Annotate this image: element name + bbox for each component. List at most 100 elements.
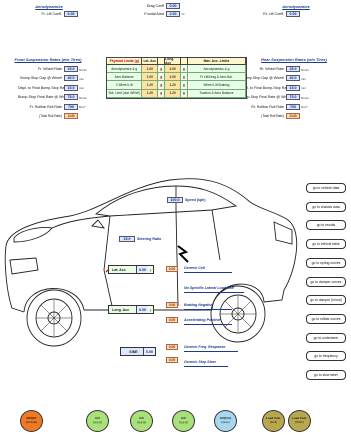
rear_suspension-row-unit: mm [301, 86, 306, 91]
action-button[interactable]: GO(g-g-g) [130, 410, 153, 432]
front_suspension-row-label: Bump-Stop Gap @ Wheel [20, 76, 62, 81]
rear_suspension-row-input[interactable]: 25.0 [286, 66, 300, 72]
front_suspension-row-input[interactable]: 75.0 [64, 94, 78, 101]
rear_suspension-row-input[interactable]: 700 [286, 103, 300, 110]
nav-button[interactable]: go to damper (in/out) [306, 295, 346, 306]
steering-ratio-input[interactable]: 15.0 [119, 236, 135, 242]
sine-box: SINE 0.00 [120, 347, 156, 356]
front_suspension-row-input[interactable]: 40.0 [64, 75, 78, 82]
long-acc-box: Long. Acc 0.00 g [108, 305, 154, 314]
action-button[interactable]: GO(g-g-g) [86, 410, 109, 432]
desc-underline [184, 351, 238, 352]
front_suspension-row-input[interactable]: 15.0 [64, 84, 78, 91]
aero-left-header: Aerodynamics [35, 4, 63, 9]
table-header-cell [181, 58, 188, 64]
action-button-subtitle: (ramp) [221, 420, 230, 424]
nav-button[interactable]: go to understeer [306, 332, 346, 343]
fr-lift-coeff-label: Fr. Lift Coeff. [41, 12, 62, 16]
action-button[interactable]: GO(F/A)(ramp) [214, 410, 237, 432]
lat-acc-side-value: 0.00 [166, 266, 178, 272]
front_suspension-row-label: Fr. Wheel Rate [38, 67, 62, 71]
rear_suspension-row-input[interactable]: 40.0 [286, 75, 300, 82]
action-button-title: Load Calc. [291, 416, 308, 421]
front_suspension-row-label: Fr. Rollbar Roll Rate [29, 104, 62, 109]
physical-limits-table: Physical Limits (g) Lat. Acc Long. Acc M… [106, 57, 247, 99]
frontal-area-input[interactable]: 2.00 [166, 11, 180, 17]
action-button-title: GO [95, 416, 100, 421]
table-cell: g [181, 81, 188, 89]
nav-button[interactable]: go to vehicle data [306, 183, 346, 193]
table-header-cell: Max. Acc. Limits [188, 58, 246, 64]
lat-acc-box: Lat. Acc 0.00 g [108, 265, 154, 274]
table-cell: g [181, 73, 188, 81]
lat-acc-unit: g [149, 267, 152, 272]
front-suspension-header: Front Suspension Rates (w/o Tires) [14, 57, 82, 62]
speed-input[interactable]: 100.0 [167, 197, 183, 203]
desc-accelerating-positive: Accelerating Positive [184, 318, 221, 322]
sine-label: SINE [129, 349, 138, 354]
nav-button[interactable]: go to results [306, 220, 346, 231]
desc-lateral-loadcase: No Specific Lateral Loadcase [184, 286, 234, 290]
rear_suspension-row-label: Bump-Stop Final Rate @ Wheel [240, 95, 292, 100]
table-cell: g [158, 73, 166, 81]
desc-underline [184, 292, 244, 293]
sine-side-value-2: 0.00 [166, 357, 178, 363]
table-cell: g [158, 89, 166, 97]
action-button[interactable]: Load Calc.(Pitch) [288, 410, 311, 432]
drag-coeff-input[interactable]: 0.00 [166, 3, 180, 9]
lat-acc-input[interactable]: 0.00 [136, 266, 148, 273]
action-button[interactable]: RESET(all data) [20, 410, 43, 432]
action-button-title: GO [139, 416, 144, 421]
nav-button[interactable]: go to frequency [306, 351, 346, 362]
rear_suspension-row-input[interactable]: 75.0 [286, 94, 300, 101]
nav-button[interactable]: go to damper curves [306, 276, 346, 287]
nav-button[interactable]: go to slow steer [306, 370, 346, 380]
front_suspension-row-unit: Nm/° [79, 105, 86, 110]
table-cell: 1.20 [165, 81, 181, 89]
drag-coeff-label: Drag Coeff [146, 4, 164, 8]
table-cell: 2 Wheel Lift [107, 81, 143, 89]
front_suspension-row-input[interactable]: 25.0 [64, 66, 78, 72]
table-cell: 1.00 [142, 65, 159, 73]
rear_suspension-row-unit: N/mm [301, 67, 309, 72]
action-button[interactable]: Load Calc.(Roll) [262, 410, 285, 432]
desc-step-steer: Generic Step Steer [184, 360, 217, 364]
rear_suspension-row-input[interactable]: 15.0 [286, 84, 300, 91]
front_suspension-row-unit: mm [79, 86, 84, 91]
desc-underline [184, 366, 228, 367]
long-acc-label: Long. Acc [112, 307, 130, 312]
table-header-cell [158, 58, 166, 64]
rear_suspension-row-label: Displ. to Final Bump-Stop Rate [240, 85, 290, 90]
table-cell: g [158, 65, 166, 73]
desc-underline [184, 272, 232, 273]
sine-side-value-1: 0.00 [166, 344, 178, 350]
fr-lift-coeff-input[interactable]: 0.00 [64, 11, 78, 17]
nav-button[interactable]: go to rollbar curves [306, 313, 346, 324]
rear_suspension-row-unit: mm [301, 76, 306, 81]
sine-input[interactable]: 0.00 [143, 348, 155, 355]
nav-button[interactable]: go to chassis data [306, 201, 346, 212]
nav-button[interactable]: go to vehicle table [306, 239, 346, 250]
nav-button[interactable]: go to spring curves [306, 257, 346, 268]
action-button-title: GO [181, 416, 186, 421]
desc-underline [184, 324, 232, 325]
action-button-subtitle: (Roll) [269, 420, 278, 424]
frontal-area-label: Frontal Area [144, 12, 164, 16]
desc-freq-response: Generic Freq. Response [184, 345, 226, 349]
front_suspension-row-input[interactable]: 700 [64, 103, 78, 110]
table-cell: 1.20 [142, 81, 159, 89]
table-cell: Fr Lift/Drag & Aero Bal. [188, 73, 246, 81]
table-header-cell: Long. Acc [165, 57, 181, 65]
rear_suspension-row-unit: N/mm [301, 95, 309, 100]
front_suspension-row-label: Displ. to Final Bump-Stop Rate [18, 85, 68, 90]
long-acc-unit: g [149, 307, 152, 312]
rr-lift-coeff-label: Rr. Lift Coeff. [263, 12, 284, 16]
rear-total-roll-value: 1140 [286, 113, 300, 119]
long-acc-input[interactable]: 0.00 [136, 306, 148, 313]
rr-lift-coeff-input[interactable]: 0.00 [286, 11, 300, 17]
lat-acc-label: Lat. Acc [112, 267, 126, 272]
cog-marker [177, 245, 189, 263]
action-button[interactable]: GO(g-g-g) [172, 410, 195, 432]
